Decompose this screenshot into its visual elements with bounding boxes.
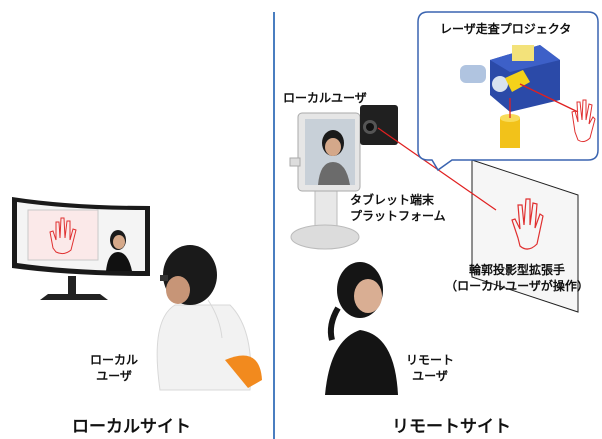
remote-user-label: リモート ユーザ (400, 352, 460, 384)
hand-label-line1: 輪郭投影型拡張手 (468, 263, 565, 277)
projector-label: レーザ走査プロジェクタ (440, 22, 572, 36)
projector-callout (417, 11, 599, 172)
local-user-label-line2: ユーザ (96, 369, 132, 383)
tablet-platform (289, 105, 398, 250)
tablet-platform-label-line1: タブレット端末 (350, 193, 435, 207)
projection-screen (471, 159, 579, 313)
local-user-on-tablet-label: ローカルユーザ (283, 91, 367, 105)
tablet-platform-label: タブレット端末 プラットフォーム (350, 192, 446, 224)
tablet-platform-label-line2: プラットフォーム (350, 209, 446, 223)
site-divider (273, 12, 275, 439)
remote-user-label-line1: リモート (405, 353, 454, 367)
hand-label-line2: （ローカルユーザが操作） (445, 279, 589, 293)
local-user-label-line1: ローカル (89, 353, 138, 367)
screen-hand-outline (49, 217, 77, 255)
remote-user-label-line2: ユーザ (412, 369, 448, 383)
callout-hand-outline (571, 99, 596, 143)
local-site-title: ローカルサイト (72, 417, 191, 437)
hand-label: 輪郭投影型拡張手 （ローカルユーザが操作） (432, 262, 602, 294)
remote-user-figure (325, 262, 398, 395)
local-user-label: ローカル ユーザ (84, 352, 144, 384)
projected-hand-outline (511, 198, 544, 250)
curved-monitor (12, 197, 150, 300)
remote-site-title: リモートサイト (392, 417, 511, 437)
local-user-figure (156, 245, 262, 391)
